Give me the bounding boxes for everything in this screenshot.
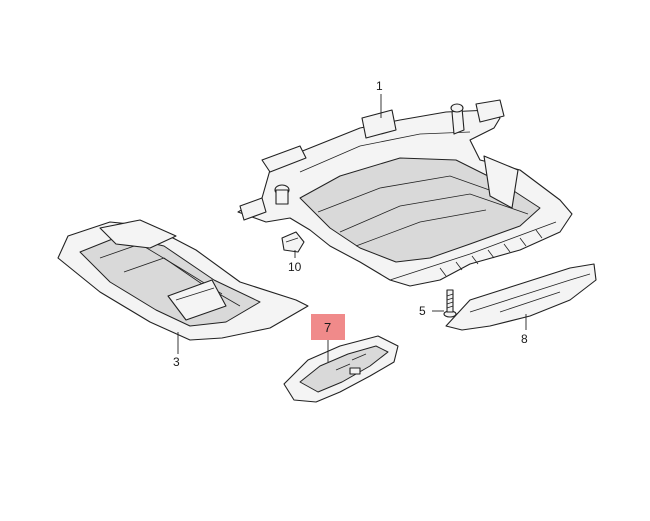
callout-3[interactable]: 3 (173, 355, 180, 369)
callout-1[interactable]: 1 (376, 79, 383, 93)
part-7-insert (283, 335, 399, 403)
callout-8[interactable]: 8 (521, 332, 528, 346)
callout-5[interactable]: 5 (419, 304, 426, 318)
part-8-trim-strip (445, 263, 597, 331)
part-3-lid (57, 219, 309, 341)
part-10-clip (281, 231, 305, 253)
leader-lines (177, 94, 527, 362)
part-5-screw (443, 289, 457, 318)
part-1-housing (237, 99, 573, 287)
callout-10[interactable]: 10 (288, 260, 302, 274)
callout-7-highlight (311, 314, 345, 340)
callout-7[interactable]: 7 (324, 320, 331, 335)
